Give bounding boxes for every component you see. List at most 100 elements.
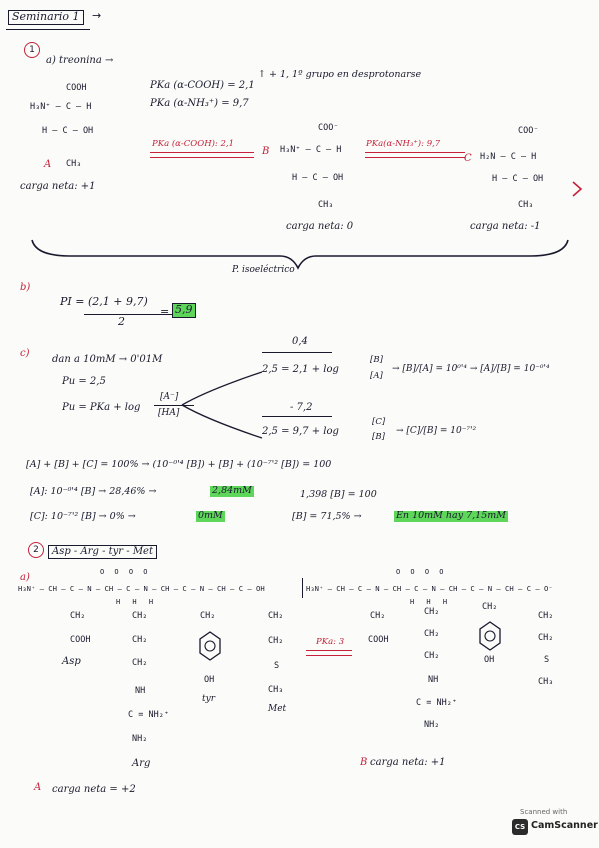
pka-note: ↑ + 1, 1º grupo en desprotonarse bbox=[258, 69, 422, 80]
exercise-2-number: 2 bbox=[28, 542, 44, 558]
left-tyr-3: tyr bbox=[202, 694, 216, 704]
top-branch-value: 0,4 bbox=[292, 336, 308, 347]
struct-b-charge: carga neta: 0 bbox=[286, 221, 354, 232]
pka3-line-bottom bbox=[306, 655, 352, 656]
left-arg-4: NH bbox=[135, 686, 146, 696]
right-met-1: CH₂ bbox=[538, 611, 554, 621]
exercise-1-number: 1 bbox=[24, 42, 40, 58]
isoelectric-brace bbox=[31, 239, 569, 270]
left-asp-1: CH₂ bbox=[70, 611, 86, 621]
camscanner-logo-icon: CS bbox=[512, 819, 528, 835]
bottom-branch-eq: 2,5 = 9,7 + log bbox=[262, 426, 339, 437]
bottom-branch-frac-num: [C] bbox=[372, 417, 386, 427]
left-arg-1: CH₂ bbox=[132, 611, 148, 621]
arrow1-label: PKa (α-COOH): 2,1 bbox=[152, 139, 235, 149]
pka-nh3: PKa (α-NH₃⁺) = 9,7 bbox=[150, 98, 249, 109]
backbone-right: H₃N⁺ – CH – C – N – CH – C – N – CH – C … bbox=[306, 584, 553, 593]
right-met-3: S bbox=[544, 655, 550, 665]
left-arg-5: C = NH₂⁺ bbox=[128, 710, 169, 720]
pka3-line-top bbox=[306, 650, 352, 651]
charge-b: carga neta: +1 bbox=[370, 757, 446, 768]
bottom-branch-line bbox=[262, 416, 332, 417]
struct-a-l2: H₃N⁺ – C – H bbox=[30, 102, 92, 112]
right-arg-1: CH₂ bbox=[424, 607, 440, 617]
a-result-highlight: 2,84mM bbox=[210, 485, 254, 497]
struct-b-l3: H – C – OH bbox=[292, 173, 344, 183]
bottom-branch-frac-den: [B] bbox=[372, 432, 385, 442]
title-arrow: → bbox=[92, 9, 102, 22]
left-arg-2: CH₂ bbox=[132, 635, 148, 645]
backbone-left: H₃N⁺ – CH – C – N – CH – C – N – CH – C … bbox=[18, 584, 265, 593]
c-frac-den: [HA] bbox=[158, 408, 180, 418]
arrow2-line-bottom bbox=[365, 157, 465, 158]
struct-a-tag: A bbox=[44, 159, 52, 170]
struct-c-charge: carga neta: -1 bbox=[470, 221, 541, 232]
left-arg-3: CH₂ bbox=[132, 658, 148, 668]
a-result: [A]: 10⁻⁰'⁴ [B] → 28,46% → bbox=[30, 486, 157, 497]
pi-denominator: 2 bbox=[118, 315, 125, 328]
arrow2-line-top bbox=[365, 152, 465, 153]
ex1-a-label: a) treonina → bbox=[46, 55, 114, 66]
pi-equals: = bbox=[160, 305, 170, 318]
right-met-4: CH₃ bbox=[538, 677, 554, 687]
camscanner-brand: CamScanner bbox=[531, 820, 598, 831]
right-arg-4: NH bbox=[428, 675, 439, 685]
page-title: Seminario 1 bbox=[8, 10, 84, 25]
c-line3: Pu = PKa + log bbox=[62, 402, 141, 413]
struct-a-l4: CH₃ bbox=[66, 159, 82, 169]
ex2-a-label: a) bbox=[20, 572, 30, 583]
pka-cooh: PKa (α-COOH) = 2,1 bbox=[150, 80, 255, 91]
struct-b-l2: H₃N⁺ – C – H bbox=[280, 145, 342, 155]
b-result-1: 1,398 [B] = 100 bbox=[300, 489, 377, 500]
left-met-5: Met bbox=[268, 704, 287, 714]
right-arg-3: CH₂ bbox=[424, 651, 440, 661]
tyr-ring-right bbox=[479, 621, 501, 651]
right-tyr-2: OH bbox=[484, 655, 495, 665]
fork-arrows bbox=[181, 371, 263, 439]
c-line2: Pu = 2,5 bbox=[62, 376, 106, 387]
c-frac-line bbox=[154, 405, 194, 406]
right-arg-5: C = NH₂⁺ bbox=[416, 698, 457, 708]
ex1-c-label: c) bbox=[20, 348, 30, 359]
right-asp-1: CH₂ bbox=[370, 611, 386, 621]
pi-fraction-line bbox=[84, 314, 174, 315]
peptide-divider bbox=[302, 578, 303, 598]
struct-c-l4: CH₃ bbox=[518, 200, 534, 210]
right-tyr-1: CH₂ bbox=[482, 602, 498, 612]
struct-a-l3: H – C – OH bbox=[42, 126, 94, 136]
struct-c-l2: H₂N – C – H bbox=[480, 152, 537, 162]
struct-c-tag: C bbox=[464, 153, 472, 164]
bottom-branch-result: → [C]/[B] = 10⁻⁷'² bbox=[396, 426, 477, 436]
left-arg-7: Arg bbox=[132, 758, 151, 769]
struct-c-l1: COO⁻ bbox=[518, 126, 539, 136]
charge-a: carga neta = +2 bbox=[52, 784, 136, 795]
c-frac-num: [A⁻] bbox=[160, 392, 179, 402]
top-branch-eq: 2,5 = 2,1 + log bbox=[262, 364, 339, 375]
left-met-1: CH₂ bbox=[268, 611, 284, 621]
sum-equation: [A] + [B] + [C] = 100% → (10⁻⁰'⁴ [B]) + … bbox=[26, 459, 332, 470]
left-met-3: S bbox=[274, 661, 280, 671]
struct-a-l1: COOH bbox=[66, 83, 87, 93]
b-result-highlight: En 10mM hay 7,15mM bbox=[394, 510, 508, 522]
struct-b-l4: CH₃ bbox=[318, 200, 334, 210]
left-met-4: CH₃ bbox=[268, 685, 284, 695]
o-marks-left: O O O O bbox=[100, 568, 151, 576]
c-result: [C]: 10⁻⁷'² [B] → 0% → bbox=[30, 511, 136, 522]
c-line1: dan a 10mM → 0'01M bbox=[52, 354, 163, 365]
top-branch-frac-num: [B] bbox=[370, 355, 383, 365]
isoelectric-label: P. isoeléctrico bbox=[232, 265, 295, 275]
top-branch-line bbox=[262, 352, 332, 353]
chevron-right-icon bbox=[572, 181, 583, 197]
c-result-highlight: 0mM bbox=[196, 510, 225, 522]
o-marks-right: O O O O bbox=[396, 568, 447, 576]
scanned-with-text: Scanned with bbox=[520, 808, 568, 816]
top-branch-frac-den: [A] bbox=[370, 371, 383, 381]
left-tyr-2: OH bbox=[204, 675, 215, 685]
arrow2-label: PKa(α-NH₃⁺): 9,7 bbox=[366, 139, 441, 149]
left-asp-3: Asp bbox=[62, 656, 81, 667]
bottom-branch-value: - 7,2 bbox=[290, 402, 313, 413]
b-result-2: [B] = 71,5% → bbox=[292, 511, 362, 522]
struct-c-l3: H – C – OH bbox=[492, 174, 544, 184]
ex1-b-label: b) bbox=[20, 282, 31, 293]
